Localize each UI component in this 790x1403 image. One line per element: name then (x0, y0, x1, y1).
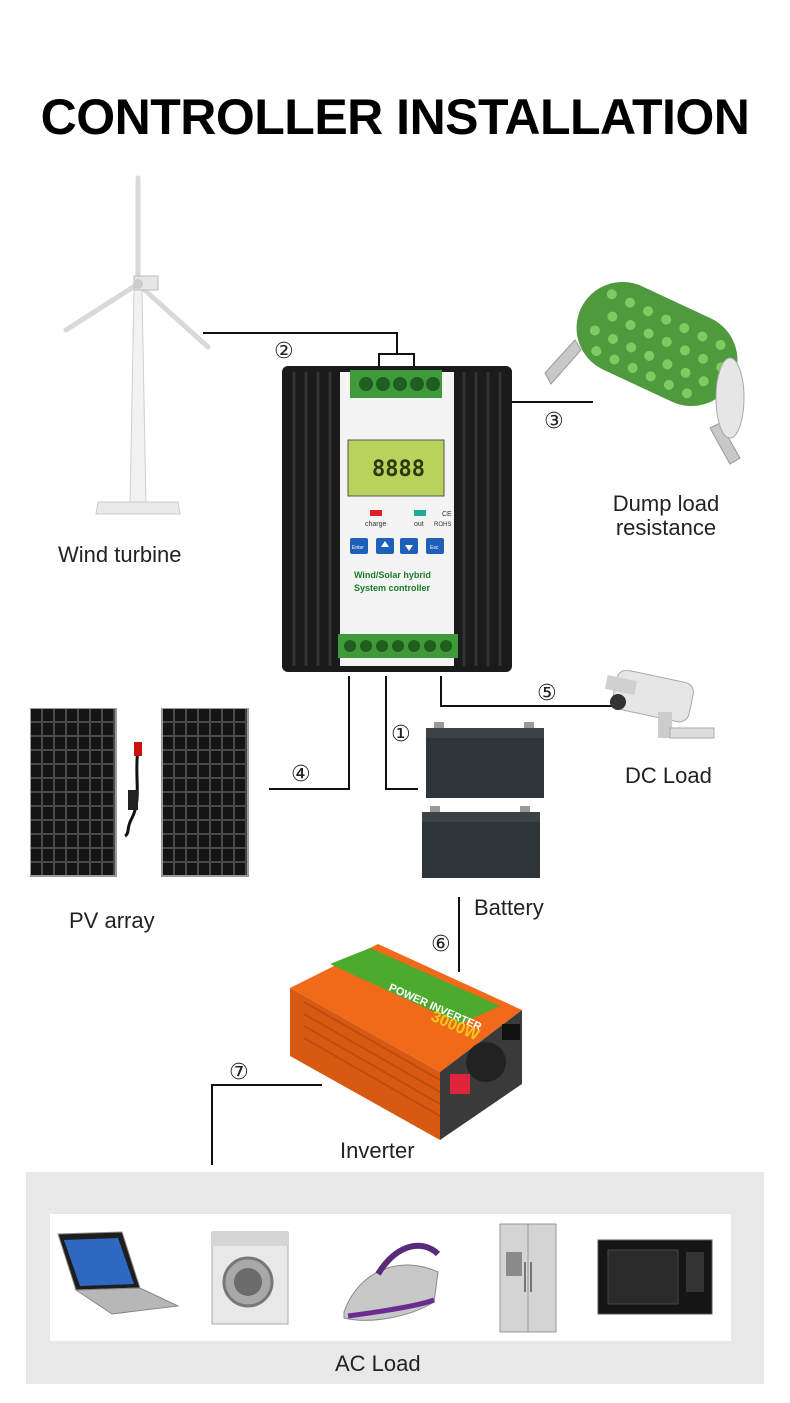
dc-load-label: DC Load (625, 763, 712, 788)
inverter-label: Inverter (340, 1138, 415, 1163)
washing-machine-icon (211, 1231, 289, 1325)
laptop-icon (57, 1231, 180, 1315)
wind-turbine-icon (63, 175, 211, 515)
wire-wind (203, 332, 398, 354)
wire-battery (385, 676, 418, 790)
iron-icon (343, 1242, 441, 1321)
hybrid-controller-icon: 8888 charge out CE ROHS Enter Esc Wind/S… (282, 366, 512, 672)
connection-number: ③ (544, 408, 564, 433)
charge-label: charge (365, 521, 387, 528)
wire-wind-split (378, 353, 415, 366)
refrigerator-icon (499, 1223, 557, 1333)
lcd-display: 8888 (372, 457, 425, 482)
pv-array-icon (30, 708, 249, 877)
out-label: out (414, 521, 424, 528)
wire-pv (269, 676, 350, 790)
dump-load-label: Dump load resistance (612, 491, 720, 540)
ce-mark: CE (442, 511, 452, 518)
inverter-icon: POWER INVERTER 3000W (290, 944, 522, 1140)
controller-name-line1: Wind/Solar hybrid (354, 570, 431, 580)
controller-name-line2: System controller (354, 583, 431, 593)
connection-number: ① (391, 721, 411, 746)
microwave-icon (597, 1239, 713, 1315)
page-title: CONTROLLER INSTALLATION (40, 89, 750, 145)
wire-ac-load (211, 1084, 322, 1165)
rohs-mark: ROHS (434, 522, 451, 528)
dump-load-resistor-icon (544, 281, 745, 465)
wind-turbine-label: Wind turbine (58, 542, 182, 567)
connection-number: ⑤ (537, 680, 557, 705)
connection-number: ⑦ (229, 1059, 249, 1084)
battery-icon (422, 722, 544, 878)
wire-dc-load (440, 676, 614, 707)
connection-number: ② (274, 338, 294, 363)
connection-number: ⑥ (431, 931, 451, 956)
esc-button-label: Esc (430, 545, 439, 551)
connection-number: ④ (291, 761, 311, 786)
pv-array-label: PV array (69, 908, 155, 933)
dc-load-camera-icon (604, 670, 715, 739)
ac-appliances-strip (50, 1214, 731, 1341)
ac-load-label: AC Load (335, 1351, 421, 1376)
battery-label: Battery (474, 895, 544, 920)
enter-button-label: Enter (352, 545, 364, 551)
